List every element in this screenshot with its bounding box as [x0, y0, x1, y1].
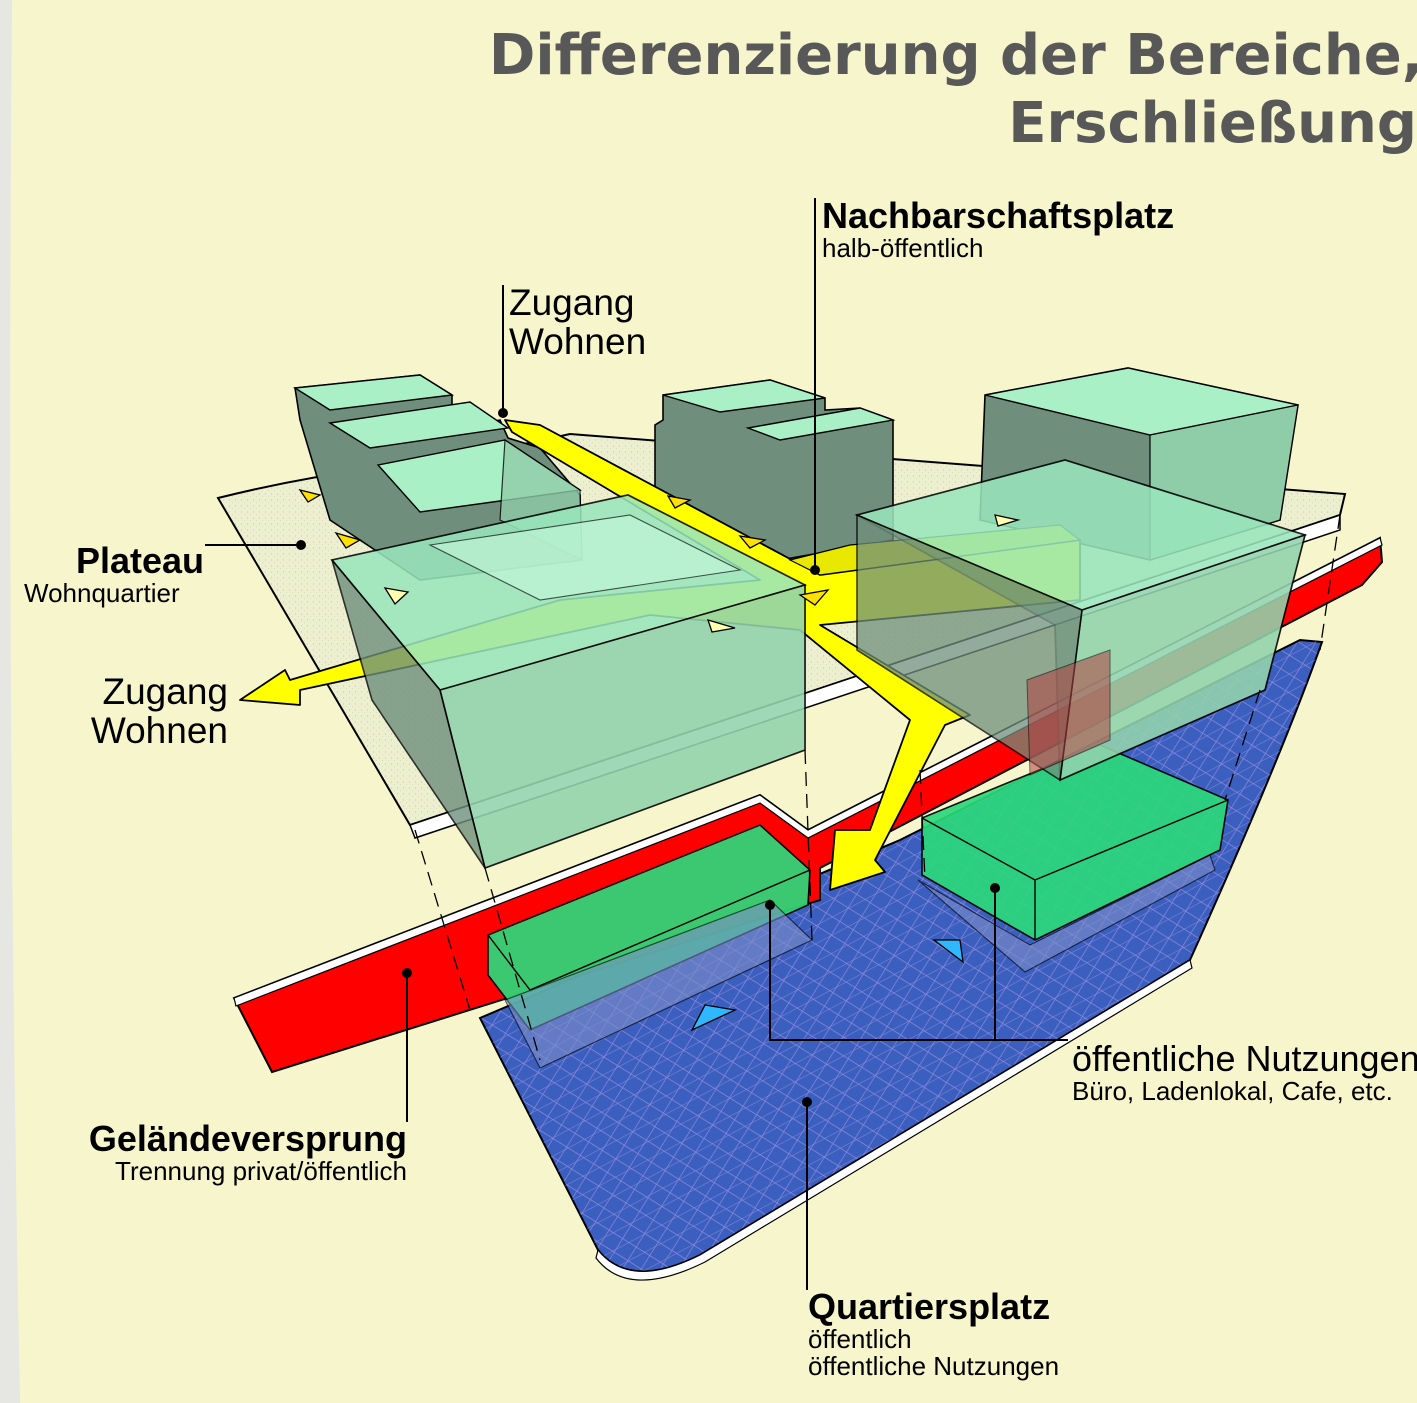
title-line-2: Erschließung — [1008, 91, 1417, 156]
label-subtext: Trennung privat/öffentlich — [115, 1155, 407, 1186]
yellow-triangle-icon — [666, 495, 692, 509]
leader-dots — [296, 408, 1000, 1107]
label-gelaendeversprung: Geländeversprung Trennung privat/öffentl… — [40, 1120, 407, 1185]
label-quartiersplatz: Quartiersplatz öffentlich öffentliche Nu… — [808, 1288, 1059, 1380]
label-subtext: Büro, Ladenlokal, Cafe, etc. — [1072, 1075, 1393, 1106]
yellow-triangle-icon — [334, 531, 362, 549]
label-heading: Plateau — [75, 540, 204, 581]
yellow-triangle-icon — [383, 587, 410, 606]
label-line-2: Wohnen — [509, 320, 647, 362]
yellow-triangle-icon — [798, 589, 830, 606]
label-subtext-2: öffentliche Nutzungen — [808, 1351, 1060, 1382]
residential-block-front-right — [854, 459, 1308, 782]
commercial-unit-left — [487, 824, 814, 1069]
public-entrance-icons — [690, 939, 964, 1032]
label-oeffentliche-nutzungen: öffentliche Nutzungen Büro, Ladenlokal, … — [1072, 1040, 1417, 1105]
label-line-2: Wohnen — [90, 709, 228, 751]
label-subtext-1: öffentlich — [808, 1323, 912, 1354]
title-line-1: Differenzierung der Bereiche, — [488, 23, 1417, 88]
label-zugang-wohnen-left: Zugang Wohnen — [60, 671, 229, 751]
residential-block-back-middle — [654, 379, 896, 561]
label-plateau: Plateau Wohnquartier — [24, 542, 204, 607]
residential-entrance-icons — [298, 488, 1021, 633]
yellow-triangle-icon — [994, 514, 1021, 527]
label-heading: öffentliche Nutzungen — [1072, 1038, 1417, 1079]
label-heading: Quartiersplatz — [808, 1286, 1051, 1327]
projection-lines — [414, 514, 1341, 1061]
yellow-triangle-icon — [706, 619, 736, 633]
residential-block-front-left — [330, 494, 808, 870]
cyan-triangle-icon — [690, 1004, 738, 1032]
label-line-1: Zugang — [509, 282, 635, 323]
label-subtext: Wohnquartier — [24, 577, 180, 608]
label-heading: Nachbarschaftsplatz — [822, 195, 1175, 236]
leader-lines — [205, 198, 1068, 1290]
yellow-triangle-icon — [738, 535, 768, 549]
yellow-triangle-icon — [298, 488, 322, 503]
label-heading: Geländeversprung — [88, 1118, 407, 1159]
label-nachbarschaftsplatz: Nachbarschaftsplatz halb-öffentlich — [822, 197, 1174, 262]
cyan-triangle-icon — [932, 939, 964, 964]
label-subtext: halb-öffentlich — [822, 232, 984, 263]
label-zugang-wohnen-top: Zugang Wohnen — [509, 282, 647, 362]
label-line-1: Zugang — [102, 671, 229, 712]
